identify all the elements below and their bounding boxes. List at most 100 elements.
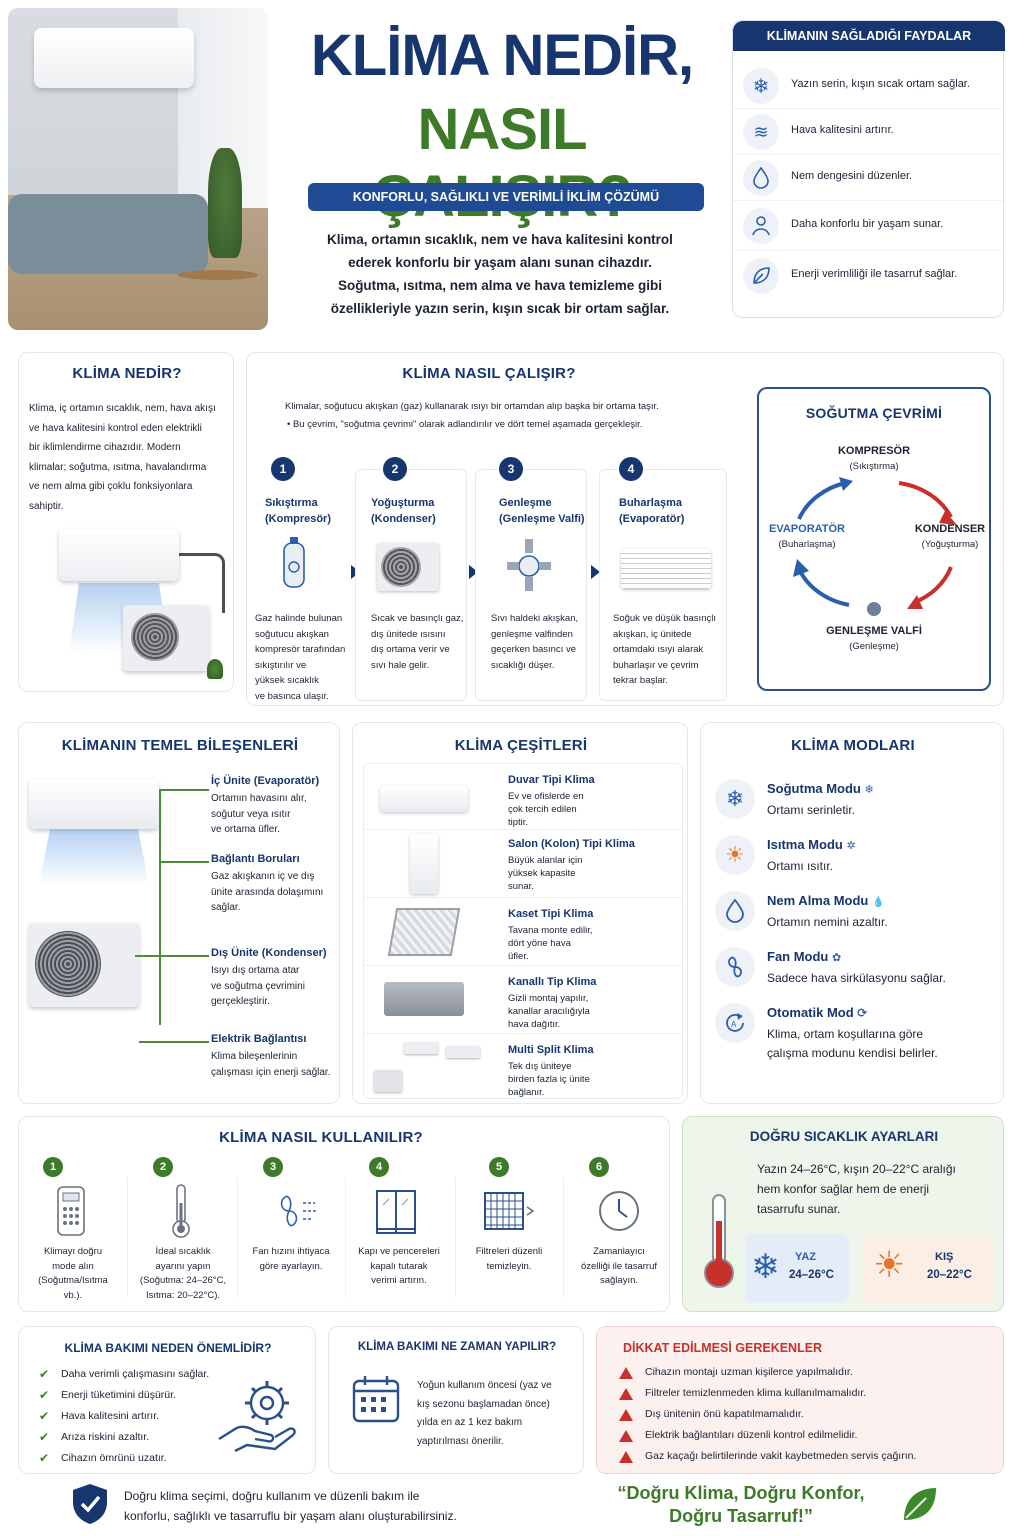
type-row: Salon (Kolon) Tipi Klima Büyük alanlar i…: [364, 830, 682, 898]
step-desc-line: yüksek sıcaklık: [255, 675, 319, 686]
temperature-title: DOĞRU SICAKLIK AYARLARI: [749, 1129, 939, 1144]
usage-text-line: İdeal sıcaklık: [155, 1246, 211, 1257]
benefits-header: KLİMANIN SAĞLADIĞI FAYDALAR: [733, 21, 1005, 51]
mode-desc-line: Klima, ortam koşullarına göre: [767, 1027, 924, 1041]
filter-icon: [483, 1191, 535, 1231]
snowflake-small-icon: ❄: [864, 784, 874, 796]
usage-divider: [563, 1177, 564, 1297]
step-desc-line: tekrar başlar.: [613, 675, 668, 686]
component-desc-line: çalışması için enerji sağlar.: [211, 1066, 331, 1078]
usage-text-line: mode alın: [52, 1260, 94, 1272]
mode-title-text: Fan Modu: [767, 949, 829, 964]
maintenance-when-line: yaptırılması önerilir.: [417, 1435, 504, 1447]
type-desc-line: hava dağıtır.: [508, 1019, 561, 1030]
type-desc: Gizli montaj yapılır, kanallar aracılığı…: [508, 992, 608, 1031]
what-is-text: Klima, iç ortamın sıcaklık, nem, hava ak…: [29, 399, 233, 516]
step-subtitle: (Evaporatör): [619, 513, 685, 525]
usage-text-line: (Soğutma/Isıtma: [38, 1275, 108, 1286]
footer-line: konforlu, sağlıklı ve tasarruflu bir yaş…: [124, 1509, 457, 1523]
outdoor-mini-icon: [374, 1070, 402, 1092]
usage-text-line: Zamanlayıcı: [593, 1246, 645, 1257]
usage-step-text: İdeal sıcaklık ayarını yapın (Soğutma: 2…: [129, 1245, 237, 1303]
usage-text-line: verimi artırın.: [371, 1275, 427, 1286]
indoor-mini-icon: [404, 1042, 438, 1054]
mode-item: Fan Modu ✿ Sadece hava sirkülasyonu sağl…: [701, 943, 1005, 999]
how-works-title: KLİMA NASIL ÇALIŞIR?: [402, 365, 576, 382]
step-subtitle: (Kompresör): [265, 513, 332, 525]
maintenance-when-line: kış sezonu başlamadan önce): [417, 1398, 550, 1410]
mode-item: Nem Alma Modu 💧 Ortamın nemini azaltır.: [701, 887, 1005, 943]
step-desc-line: Sıvı haldeki akışkan,: [491, 613, 579, 624]
step-title: Genleşme: [499, 497, 552, 509]
usage-text-line: Klimayı doğru: [43, 1246, 103, 1257]
step-desc-line: sıcaklığı düşer.: [491, 659, 555, 671]
step-title: Sıkıştırma: [265, 497, 318, 509]
type-title: Kanallı Tip Klima: [508, 976, 597, 988]
benefit-item: ❄ Yazın serin, kışın sıcak ortam sağlar.: [733, 63, 1005, 109]
maintenance-when-card: KLİMA BAKIMI NE ZAMAN YAPILIR? Yoğun kul…: [328, 1326, 584, 1474]
hero-desc-line: özellikleriyle yazın serin, kışın sıcak …: [330, 301, 670, 316]
step-desc-line: sıvı hale gelir.: [371, 659, 430, 671]
mode-item: ❄ Soğutma Modu ❄ Ortamı serinletir.: [701, 775, 1005, 831]
wall-type-icon: [380, 786, 468, 812]
what-is-title: KLİMA NEDİR?: [72, 365, 182, 382]
type-title: Kaset Tipi Klima: [508, 908, 594, 920]
usage-step-text: Klimayı doğru mode alın (Soğutma/Isıtma …: [19, 1245, 127, 1303]
warning-icon: [619, 1409, 633, 1421]
cycle-bottom-label: GENLEŞME VALFİ: [826, 625, 922, 637]
gear-hand-icon: [213, 1369, 303, 1459]
cycle-arrows-diagram: [793, 477, 957, 616]
usage-step-text: Fan hızını ihtiyaca göre ayarlayın.: [237, 1245, 345, 1274]
usage-step-number: 2: [153, 1157, 173, 1177]
winter-value: 20–22°C: [927, 1269, 972, 1281]
check-icon: ✔: [39, 1409, 50, 1423]
usage-step-number: 5: [489, 1157, 509, 1177]
usage-text-line: ayarını yapın: [155, 1260, 211, 1272]
drop-small-icon: 💧: [871, 897, 885, 908]
step-desc-line: Gaz halinde bulunan: [255, 613, 343, 624]
type-desc-line: kanallar aracılığıyla: [508, 1006, 590, 1017]
check-icon: ✔: [39, 1451, 50, 1465]
footer-message: Doğru klima seçimi, doğru kullanım ve dü…: [124, 1486, 544, 1526]
valve-icon: [867, 602, 881, 616]
cycle-title: SOĞUTMA ÇEVRİMİ: [805, 405, 943, 421]
leaf-icon: [900, 1484, 940, 1524]
snowflake-icon: ❄: [743, 68, 779, 104]
step-number: 3: [499, 457, 523, 481]
benefit-item: Daha konforlu bir yaşam sunar.: [733, 201, 1005, 251]
temperature-card: DOĞRU SICAKLIK AYARLARI Yazın 24–26°C, k…: [682, 1116, 1004, 1312]
component-desc-line: ve ortama üfler.: [211, 824, 280, 835]
connector-line: [159, 861, 209, 863]
step-description: Sıcak ve basınçlı gaz, dış ünitede ısısı…: [371, 611, 467, 673]
component-desc: Gaz akışkanın iç ve dış ünite arasında d…: [211, 869, 341, 916]
usage-step-text: Kapı ve pencereleri kapalı tutarak verim…: [345, 1245, 453, 1289]
warnings-title: DİKKAT EDİLMESİ GEREKENLER: [623, 1341, 823, 1355]
mode-title: Isıtma Modu ✲: [767, 837, 856, 852]
multi-split-type-icon: [374, 1042, 484, 1094]
table-illustration: [178, 270, 258, 280]
maintenance-why-item: Daha verimli çalışmasını sağlar.: [61, 1368, 210, 1380]
shield-check-icon: [70, 1482, 110, 1526]
type-desc: Tek dış üniteye birden fazla iç ünite ba…: [508, 1060, 608, 1099]
fan-icon: [715, 947, 755, 987]
floor-type-icon: [410, 834, 438, 894]
type-title: Multi Split Klima: [508, 1044, 594, 1056]
check-icon: ✔: [39, 1367, 50, 1381]
warning-icon: [619, 1388, 633, 1400]
type-desc: Büyük alanlar için yüksek kapasite sunar…: [508, 854, 608, 893]
maintenance-why-item: Hava kalitesini artırır.: [61, 1410, 160, 1422]
warning-icon: [619, 1367, 633, 1379]
step-number: 1: [271, 457, 295, 481]
what-is-line: sahiptir.: [29, 500, 64, 512]
window-icon: [375, 1189, 417, 1235]
what-is-line: ve nem alma gibi çoklu fonksiyonlara: [29, 481, 193, 492]
usage-card: KLİMA NASIL KULLANILIR? 1 Klimayı doğru …: [18, 1116, 670, 1312]
maintenance-why-item: Arıza riskini azaltır.: [61, 1431, 150, 1443]
step-subtitle: (Kondenser): [371, 513, 436, 525]
maintenance-why-card: KLİMA BAKIMI NEDEN ÖNEMLİDİR? ✔ Daha ver…: [18, 1326, 316, 1474]
hero-desc-line: Klima, ortamın sıcaklık, nem ve hava kal…: [327, 232, 673, 247]
usage-text-line: Filtreleri düzenli: [475, 1246, 543, 1257]
benefit-item: Enerji verimliliği ile tasarruf sağlar.: [733, 251, 1005, 301]
type-desc: Ev ve ofislerde en çok tercih edilen tip…: [508, 790, 608, 829]
step-subtitle: (Genleşme Valfi): [499, 513, 585, 525]
